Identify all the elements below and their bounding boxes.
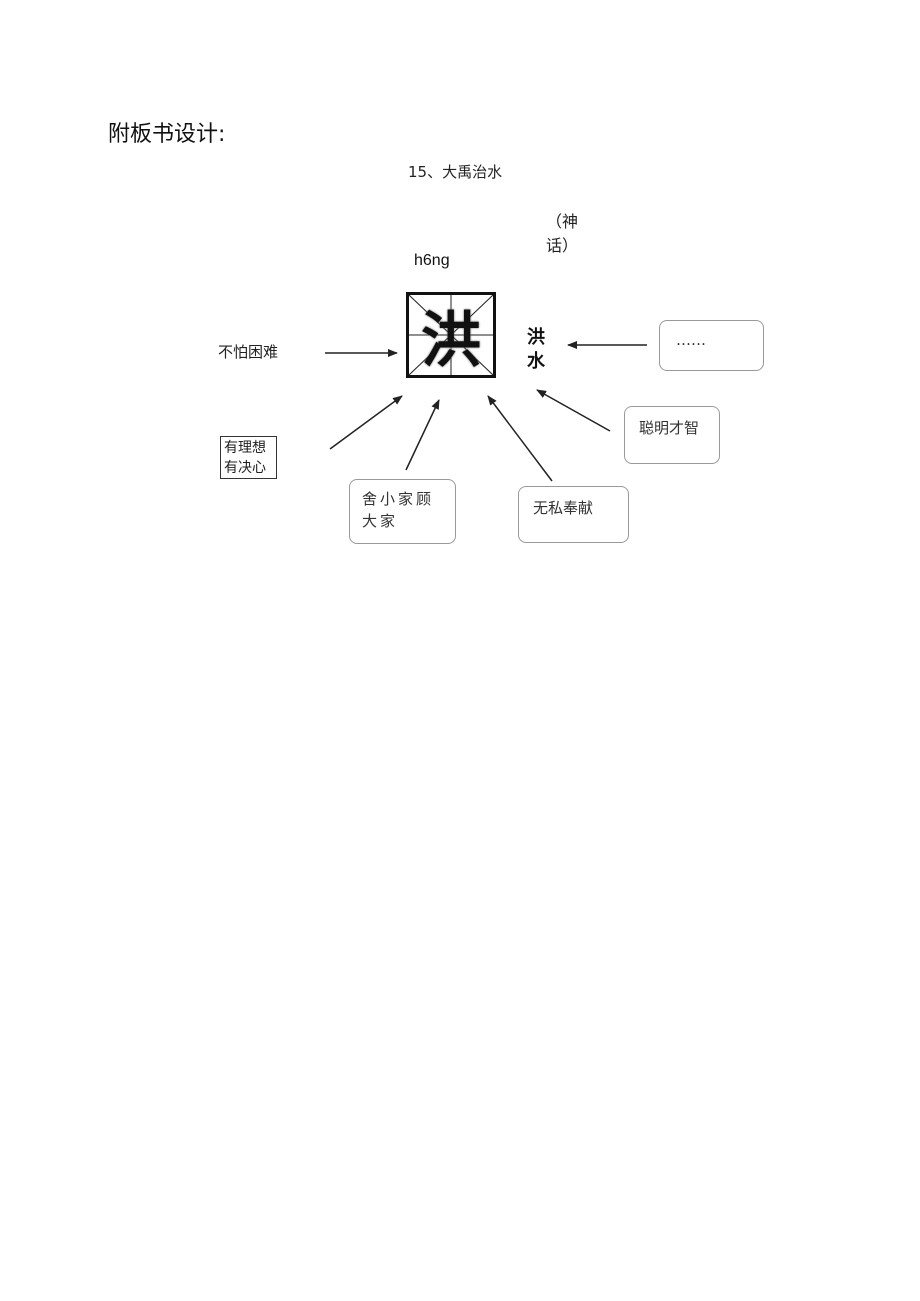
big-character: 洪 xyxy=(421,305,481,376)
ellipsis-text: …… xyxy=(676,331,706,349)
pinyin-label: h6ng xyxy=(414,252,450,269)
vertical-word: 洪 水 xyxy=(522,326,550,374)
ideal-line-1: 有理想 xyxy=(224,440,266,456)
arrow-from-selfless xyxy=(487,395,553,482)
box-smart: 聪明才智 xyxy=(624,406,720,464)
box-selfless: 无私奉献 xyxy=(518,486,629,543)
genre-line-2: 话） xyxy=(546,236,579,255)
arrow-from-family xyxy=(405,399,440,471)
genre-line-1: （神 xyxy=(546,212,579,231)
smart-text: 聪明才智 xyxy=(639,419,700,437)
page-heading: 附板书设计: xyxy=(108,122,226,147)
box-ellipsis: …… xyxy=(659,320,764,371)
family-line-1: 舍小家顾 xyxy=(362,490,435,508)
arrow-from-ideal xyxy=(329,395,403,450)
lesson-title: 15、大禹治水 xyxy=(408,163,503,181)
selfless-text: 无私奉献 xyxy=(533,499,594,517)
vertical-word-char-2: 水 xyxy=(527,351,545,372)
vertical-word-char-1: 洪 xyxy=(527,327,545,348)
arrow-from-smart xyxy=(536,389,611,432)
box-ideal-determination: 有理想 有决心 xyxy=(220,436,277,479)
grid-lines xyxy=(409,295,493,375)
character-grid: 洪 xyxy=(406,292,496,378)
box-family-sacrifice: 舍小家顾 大家 xyxy=(349,479,456,544)
label-not-afraid: 不怕困难 xyxy=(218,343,279,361)
family-line-2: 大家 xyxy=(362,512,399,530)
ideal-line-2: 有决心 xyxy=(224,460,266,476)
